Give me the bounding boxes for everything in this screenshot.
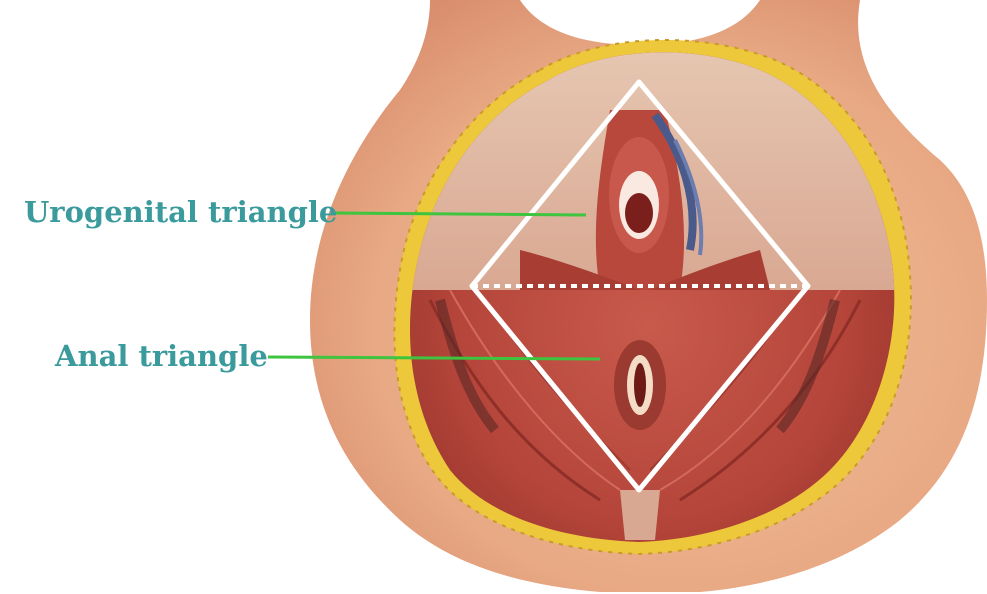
urogenital-leader-line — [334, 213, 586, 215]
anal-triangle-label: Anal triangle — [55, 342, 268, 371]
urogenital-triangle-label: Urogenital triangle — [24, 198, 337, 227]
anal-leader-line — [268, 357, 600, 359]
